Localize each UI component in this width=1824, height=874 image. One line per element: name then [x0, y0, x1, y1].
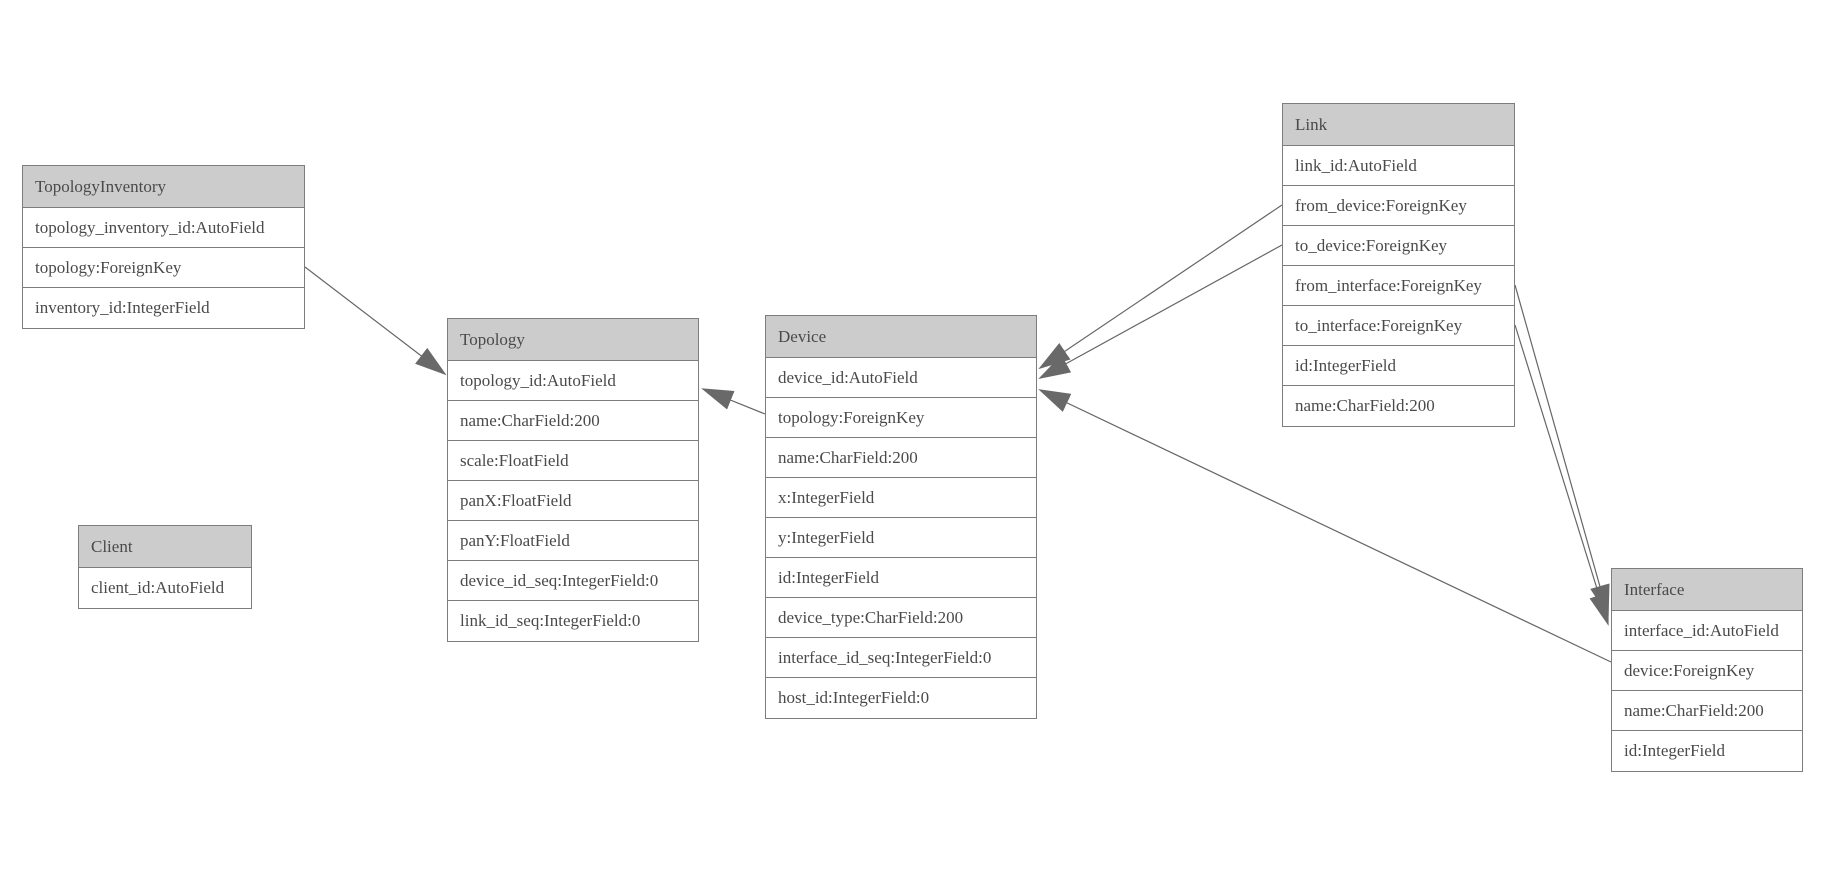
field-row: inventory_id:IntegerField: [35, 298, 210, 317]
field-row: name:CharField:200: [766, 438, 1036, 478]
field-row: y:IntegerField: [766, 518, 1036, 558]
entity-header: Link: [1283, 104, 1514, 146]
field-row: device:ForeignKey: [1612, 651, 1802, 691]
edge-interface-device: [1038, 389, 1612, 663]
edge-device-topology: [701, 388, 766, 415]
field-row: topology_id:AutoField: [448, 361, 698, 401]
field-row: link_id_seq:IntegerField:0: [460, 611, 641, 630]
edge-topologyinventory-topology: [304, 266, 447, 376]
field-row: device_type:CharField:200: [766, 598, 1036, 638]
field-row: link_id:AutoField: [1283, 146, 1514, 186]
entity-header: Device: [766, 316, 1036, 358]
field-row: to_device:ForeignKey: [1283, 226, 1514, 266]
field-row: scale:FloatField: [448, 441, 698, 481]
field-row: id:IntegerField: [1624, 741, 1726, 760]
field-row: id:IntegerField: [1283, 346, 1514, 386]
field-row: device_id:AutoField: [766, 358, 1036, 398]
field-row: panY:FloatField: [448, 521, 698, 561]
edge-link-from-device: [1038, 204, 1283, 370]
field-row: client_id:AutoField: [91, 578, 225, 597]
edge-link-to-device: [1038, 244, 1283, 379]
field-row: name:CharField:200: [448, 401, 698, 441]
entity-header: Client: [79, 526, 251, 568]
field-row: id:IntegerField: [766, 558, 1036, 598]
field-row: from_interface:ForeignKey: [1283, 266, 1514, 306]
field-row: topology:ForeignKey: [23, 248, 304, 288]
edge-link-from-interface: [1514, 284, 1610, 617]
field-row: to_interface:ForeignKey: [1283, 306, 1514, 346]
field-row: interface_id_seq:IntegerField:0: [766, 638, 1036, 678]
field-row: topology:ForeignKey: [766, 398, 1036, 438]
edge-link-to-interface: [1514, 324, 1609, 626]
edge-group: [304, 204, 1612, 663]
field-row: name:CharField:200: [1295, 396, 1435, 415]
field-row: interface_id:AutoField: [1612, 611, 1802, 651]
field-row: from_device:ForeignKey: [1283, 186, 1514, 226]
field-row: host_id:IntegerField:0: [778, 688, 930, 707]
entity-table-client: Client client_id:AutoField: [78, 525, 252, 609]
field-row: panX:FloatField: [448, 481, 698, 521]
field-row: topology_inventory_id:AutoField: [23, 208, 304, 248]
field-row: name:CharField:200: [1612, 691, 1802, 731]
entity-header: TopologyInventory: [23, 166, 304, 208]
field-row: device_id_seq:IntegerField:0: [448, 561, 698, 601]
entity-header: Topology: [448, 319, 698, 361]
entity-header: Interface: [1612, 569, 1802, 611]
field-row: x:IntegerField: [766, 478, 1036, 518]
